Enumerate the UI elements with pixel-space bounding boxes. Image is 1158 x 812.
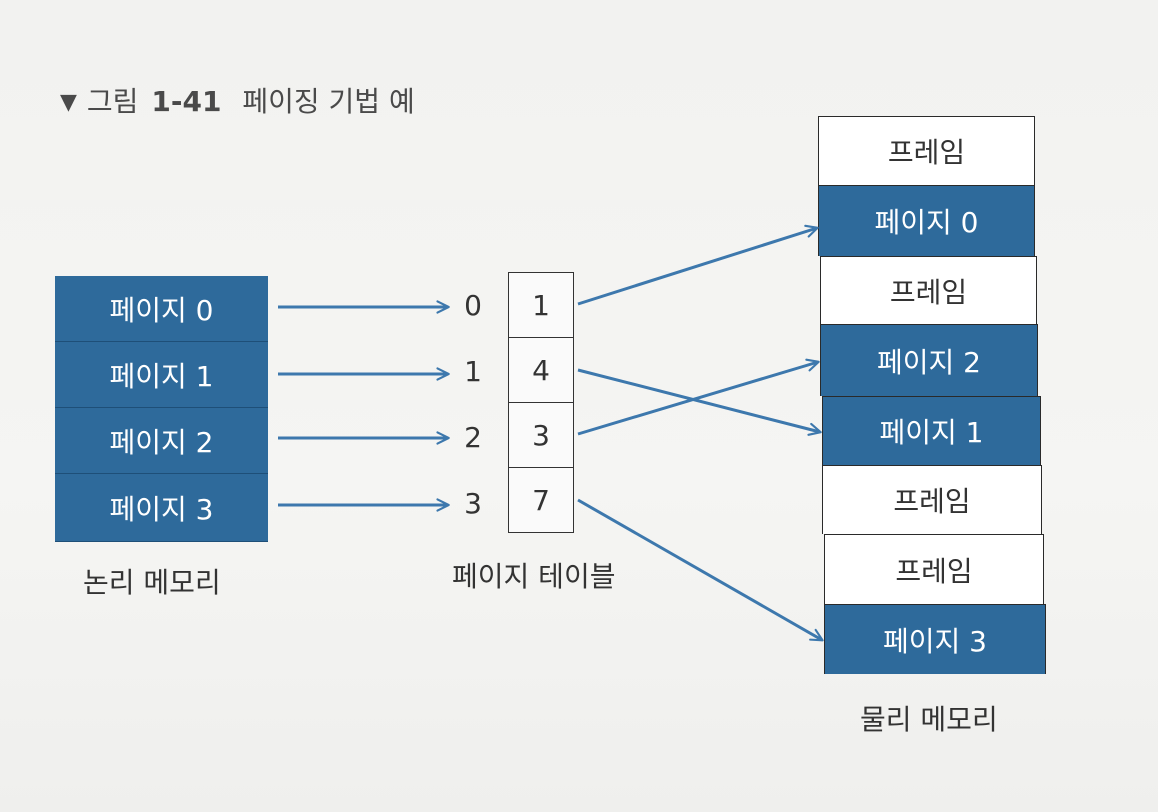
caption-number: 1-41: [151, 85, 222, 118]
caption-marker: ▼: [60, 90, 77, 115]
physical-slot-1: 페이지 0: [818, 185, 1035, 256]
logical-page-0: 페이지 0: [55, 276, 268, 342]
arrow-frame-3-to-page-2: [577, 358, 820, 436]
physical-slot-0: 프레임: [818, 116, 1035, 185]
arrow-frame-1-to-page-0: [577, 224, 819, 306]
page-table-label: 페이지 테이블: [452, 560, 616, 593]
logical-page-1: 페이지 1: [55, 342, 268, 408]
physical-slot-6: 프레임: [824, 534, 1044, 604]
physical-slot-7: 페이지 3: [824, 604, 1046, 674]
physical-slot-3: 페이지 2: [820, 324, 1038, 396]
pt-index-0: 0: [464, 289, 482, 322]
pt-frame-3: 7: [508, 467, 574, 533]
logical-page-2: 페이지 2: [55, 408, 268, 474]
pt-frame-0: 1: [508, 272, 574, 338]
physical-slot-2: 프레임: [820, 256, 1037, 324]
arrow-frame-4-to-page-1: [577, 368, 822, 436]
physical-slot-4: 페이지 1: [822, 396, 1041, 465]
pt-index-1: 1: [464, 355, 482, 388]
caption-prefix: 그림: [86, 85, 139, 118]
caption-text: 페이징 기법 예: [242, 85, 415, 118]
pt-index-2: 2: [464, 421, 482, 454]
figure-caption: ▼ 그림 1-41 페이징 기법 예: [60, 80, 415, 120]
pt-frame-1: 4: [508, 337, 574, 403]
physical-slot-5: 프레임: [822, 465, 1042, 534]
pt-frame-2: 3: [508, 402, 574, 468]
logical-memory-label: 논리 메모리: [83, 566, 221, 599]
pt-index-3: 3: [464, 487, 482, 520]
physical-memory-label: 물리 메모리: [860, 703, 998, 736]
logical-page-3: 페이지 3: [55, 474, 268, 542]
